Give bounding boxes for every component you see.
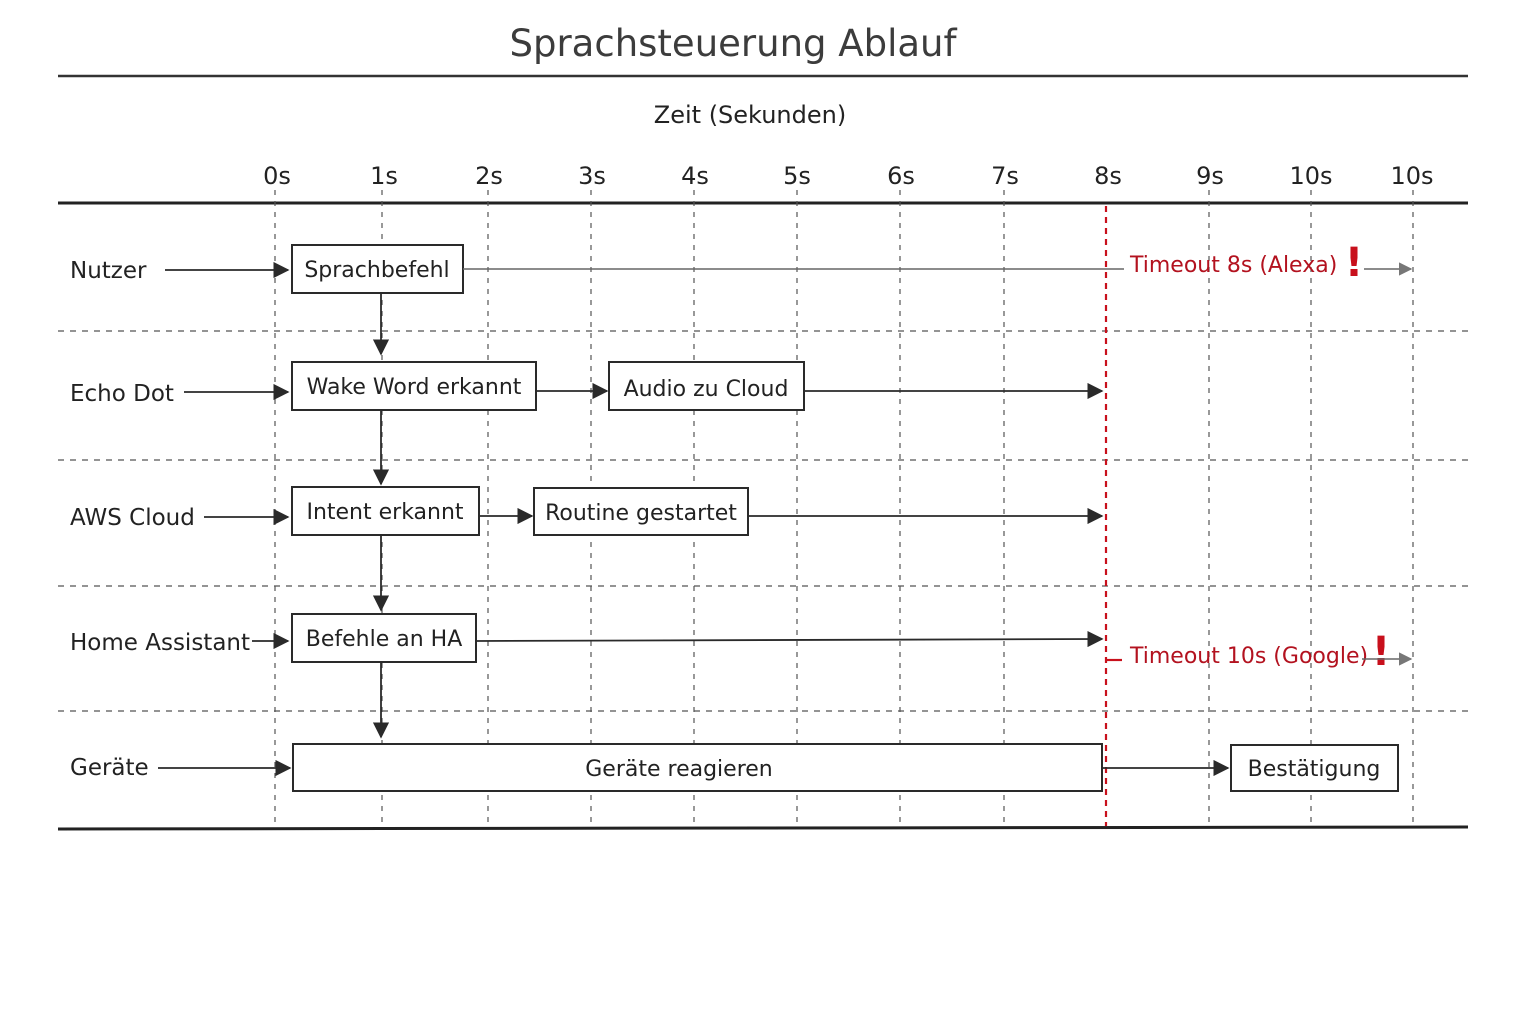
- box-audio-cloud-label: Audio zu Cloud: [624, 377, 789, 402]
- box-routine-label: Routine gestartet: [545, 501, 737, 526]
- tick-label: 10s: [1289, 162, 1332, 190]
- time-ticks: 0s 1s 2s 3s 4s 5s 6s 7s 8s 9s 10s 10s: [263, 162, 1433, 190]
- box-sprachbefehl: [291, 244, 464, 294]
- box-bestaetigung-label: Bestätigung: [1248, 757, 1381, 782]
- lane-label-nutzer: Nutzer: [70, 258, 147, 284]
- tick-label: 1s: [370, 162, 398, 190]
- lane-label-geraete: Geräte: [70, 755, 149, 781]
- box-sprachbefehl-label: Sprachbefehl: [304, 258, 449, 283]
- diagram-title: Sprachsteuerung Ablauf: [510, 22, 958, 65]
- lane-label-aws-cloud: AWS Cloud: [70, 505, 195, 531]
- tick-label: 0s: [263, 162, 291, 190]
- tick-label: 5s: [783, 162, 811, 190]
- box-befehle-ha-label: Befehle an HA: [306, 627, 463, 652]
- tick-label: 3s: [578, 162, 606, 190]
- box-intent: [291, 486, 480, 536]
- timeout-google-label: Timeout 10s (Google): [1129, 644, 1368, 669]
- box-intent-label: Intent erkannt: [306, 500, 463, 525]
- time-gridlines: [274, 190, 1414, 826]
- time-axis-title: Zeit (Sekunden): [654, 101, 846, 129]
- box-wake-word-label: Wake Word erkannt: [307, 375, 522, 400]
- tick-label: 6s: [887, 162, 915, 190]
- box-befehle-ha: [291, 613, 477, 663]
- timeout-alexa-label: Timeout 8s (Alexa): [1129, 253, 1337, 278]
- box-geraete-reagieren: [292, 743, 1103, 792]
- tick-label: 4s: [681, 162, 709, 190]
- box-wake-word: [291, 361, 537, 411]
- warning-icon: !: [1372, 629, 1390, 675]
- box-audio-cloud: [608, 361, 805, 411]
- tick-label: 8s: [1094, 162, 1122, 190]
- tick-label: 2s: [475, 162, 503, 190]
- box-geraete-reagieren-label: Geräte reagieren: [585, 757, 773, 782]
- tick-label: 7s: [991, 162, 1019, 190]
- warning-icon: !: [1345, 240, 1363, 286]
- box-bestaetigung: [1230, 744, 1399, 792]
- tick-label: 9s: [1196, 162, 1224, 190]
- bottom-rule: [57, 825, 1469, 831]
- arrow-ha-to-8s: [475, 630, 1104, 648]
- box-routine: [533, 487, 749, 536]
- lane-label-home-assistant: Home Assistant: [70, 630, 250, 656]
- lane-label-echo-dot: Echo Dot: [70, 381, 174, 407]
- tick-label: 10s: [1390, 162, 1433, 190]
